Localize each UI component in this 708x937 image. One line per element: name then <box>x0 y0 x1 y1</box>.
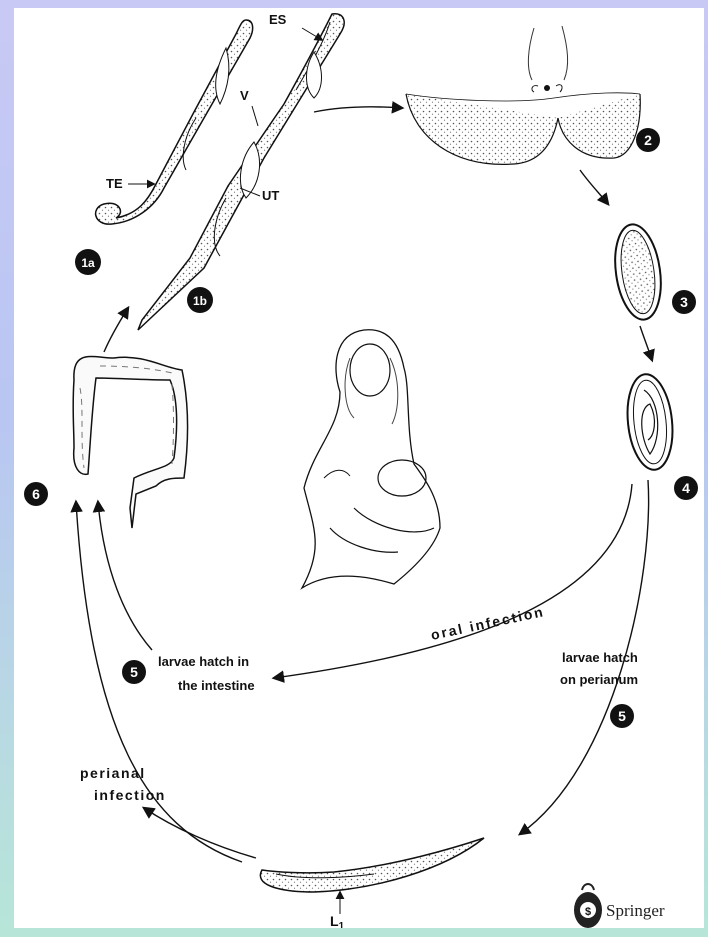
step-5-left-badge: 5 <box>122 660 146 684</box>
caption-larvae-intestine-2: the intestine <box>178 678 255 693</box>
larva-l1: L1 <box>260 838 484 928</box>
egg-4 <box>623 372 677 472</box>
svg-text:3: 3 <box>680 294 688 310</box>
label-l1: L1 <box>330 913 345 928</box>
life-cycle-diagram: ES V TE UT <box>14 8 704 928</box>
svg-text:2: 2 <box>644 132 652 148</box>
egg-3 <box>610 221 667 322</box>
large-intestine <box>73 357 187 528</box>
svg-text:4: 4 <box>682 480 690 496</box>
step-1a-badge: 1a <box>75 249 101 275</box>
caption-larvae-perianum-1: larvae hatch <box>562 650 638 665</box>
step-5-right-badge: 5 <box>610 704 634 728</box>
cycle-arrows <box>76 107 652 862</box>
caption-perianal-1: perianal <box>80 765 146 781</box>
label-ut: UT <box>262 188 279 203</box>
svg-text:6: 6 <box>32 486 40 502</box>
step-3-badge: 3 <box>672 290 696 314</box>
label-te: TE <box>106 176 123 191</box>
caption-oral-infection: oral infection <box>429 603 546 643</box>
springer-logo: $ Springer <box>574 884 665 928</box>
caption-larvae-intestine-1: larvae hatch in <box>158 654 249 669</box>
step-6-badge: 6 <box>24 482 48 506</box>
svg-text:5: 5 <box>618 708 626 724</box>
step-4-badge: 4 <box>674 476 698 500</box>
label-es: ES <box>269 12 287 27</box>
svg-text:1a: 1a <box>81 256 95 270</box>
svg-text:5: 5 <box>130 664 138 680</box>
caption-larvae-perianum-2: on perianum <box>560 672 638 687</box>
step-2-badge: 2 <box>636 128 660 152</box>
step-1b-badge: 1b <box>187 287 213 313</box>
label-v: V <box>240 88 249 103</box>
caption-perianal-2: infection <box>94 787 166 803</box>
mother-and-child <box>302 330 440 588</box>
svg-text:1b: 1b <box>193 294 207 308</box>
perianal-region <box>406 26 640 164</box>
svg-text:$: $ <box>585 906 591 918</box>
springer-wordmark: Springer <box>606 901 665 920</box>
diagram-panel: ES V TE UT <box>14 8 704 928</box>
